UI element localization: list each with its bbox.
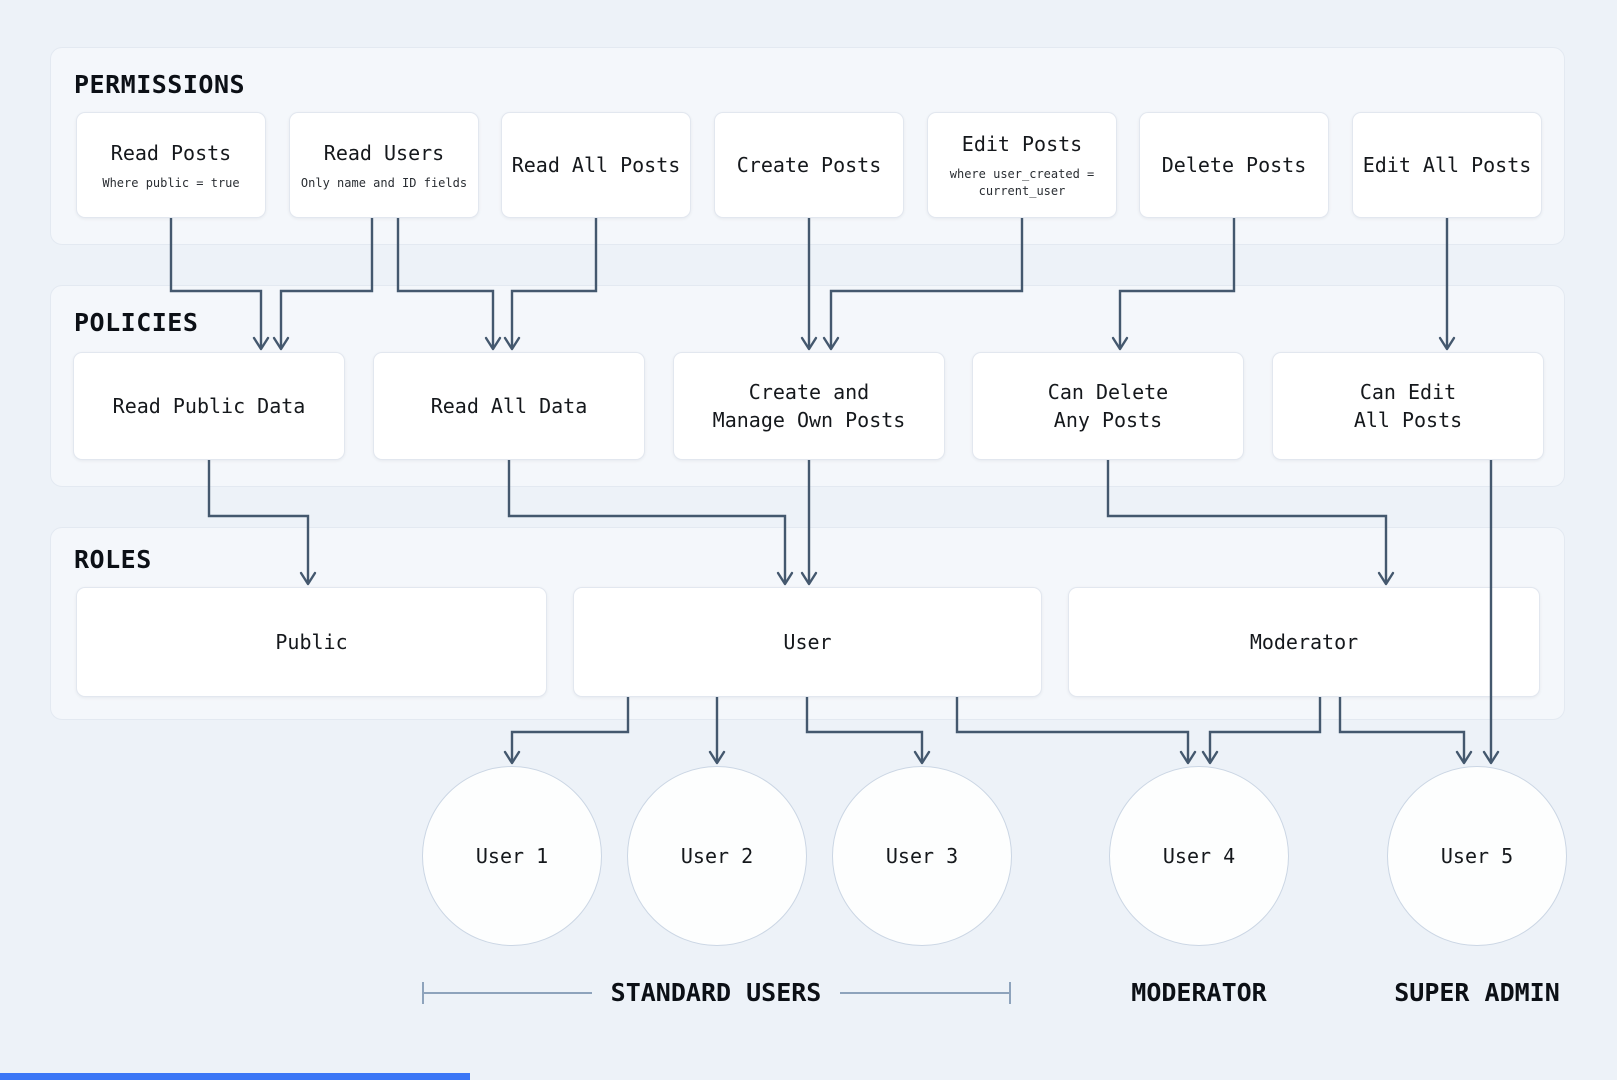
user-label: User 4: [1162, 844, 1236, 868]
permission-node-read-posts: Read Posts Where public = true: [76, 112, 266, 218]
permission-node-delete-posts: Delete Posts: [1139, 112, 1329, 218]
node-title: Read Users: [323, 140, 445, 165]
role-node-user: User: [573, 587, 1042, 697]
user-label: User 2: [680, 844, 754, 868]
node-title: Moderator: [1249, 630, 1359, 654]
group-label-moderator: MODERATOR: [1131, 978, 1267, 1007]
node-title: Delete Posts: [1161, 153, 1307, 177]
policy-node-can-delete-any-posts: Can Delete Any Posts: [972, 352, 1244, 460]
node-title: Read All Posts: [511, 153, 681, 177]
user-label: User 1: [475, 844, 549, 868]
bracket-right-segment: [840, 992, 1010, 994]
node-title: Edit All Posts: [1362, 153, 1532, 177]
user-circle-2: User 2: [627, 766, 807, 946]
group-label-standard-users: STANDARD USERS: [610, 978, 822, 1007]
node-title: Read Public Data: [112, 394, 306, 418]
node-title: Public: [275, 630, 348, 654]
node-title: Read All Data: [430, 394, 588, 418]
node-title: Edit Posts: [961, 132, 1083, 156]
policy-node-read-all-data: Read All Data: [373, 352, 645, 460]
role-node-public: Public: [76, 587, 547, 697]
policies-heading: POLICIES: [74, 308, 199, 337]
bottom-blue-bar: [0, 1073, 470, 1080]
permission-node-read-users: Read Users Only name and ID fields: [289, 112, 479, 218]
policy-node-read-public-data: Read Public Data: [73, 352, 345, 460]
node-title: Create and Manage Own Posts: [712, 380, 906, 432]
role-node-moderator: Moderator: [1068, 587, 1540, 697]
bracket-right-tick: [1009, 982, 1011, 1004]
node-title: Read Posts: [110, 140, 232, 165]
node-title: User: [783, 630, 832, 654]
roles-heading: ROLES: [74, 545, 152, 574]
permission-node-edit-posts: Edit Posts where user_created = current_…: [927, 112, 1117, 218]
node-title: Create Posts: [736, 153, 882, 177]
user-circle-4: User 4: [1109, 766, 1289, 946]
user-circle-5: User 5: [1387, 766, 1567, 946]
node-title: Can Delete Any Posts: [1047, 380, 1169, 432]
group-label-super-admin: SUPER ADMIN: [1394, 978, 1560, 1007]
permissions-heading: PERMISSIONS: [74, 70, 246, 99]
policy-node-create-and-manage-own-posts: Create and Manage Own Posts: [673, 352, 945, 460]
node-subtitle: Only name and ID fields: [300, 175, 468, 190]
policy-node-can-edit-all-posts: Can Edit All Posts: [1272, 352, 1544, 460]
user-circle-1: User 1: [422, 766, 602, 946]
permission-node-read-all-posts: Read All Posts: [501, 112, 691, 218]
user-circle-3: User 3: [832, 766, 1012, 946]
node-title: Can Edit All Posts: [1353, 380, 1463, 432]
bracket-left-segment: [423, 992, 592, 994]
user-label: User 5: [1440, 844, 1514, 868]
permission-node-edit-all-posts: Edit All Posts: [1352, 112, 1542, 218]
node-subtitle: Where public = true: [102, 175, 240, 190]
user-label: User 3: [885, 844, 959, 868]
node-subtitle: where user_created = current_user: [949, 167, 1095, 198]
permission-node-create-posts: Create Posts: [714, 112, 904, 218]
